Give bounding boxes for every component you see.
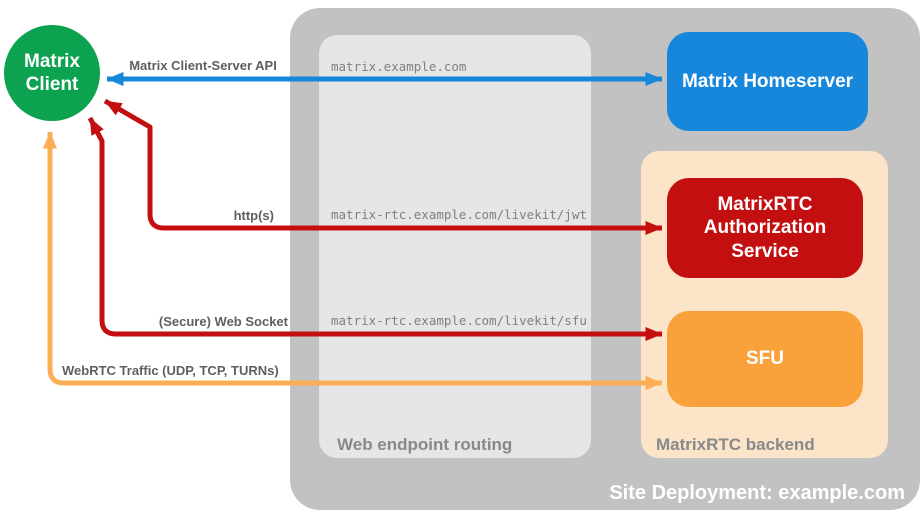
auth-service-label: MatrixRTC Authorization Service xyxy=(703,194,827,262)
matrixrtc-backend-label: MatrixRTC backend xyxy=(656,435,815,454)
endpoint-livekit-jwt: matrix-rtc.example.com/livekit/jwt xyxy=(331,207,587,222)
sfu-label: SFU xyxy=(746,348,784,370)
matrix-client-label: Matrix Client xyxy=(24,50,80,95)
matrix-homeserver-label: Matrix Homeserver xyxy=(681,70,854,92)
sfu-node: SFU xyxy=(667,311,863,407)
client-server-api-label: Matrix Client-Server API xyxy=(129,58,277,73)
webrtc-label: WebRTC Traffic (UDP, TCP, TURNs) xyxy=(62,363,279,378)
endpoint-matrix-domain: matrix.example.com xyxy=(331,59,467,74)
https-label: http(s) xyxy=(233,208,274,223)
endpoint-livekit-sfu: matrix-rtc.example.com/livekit/sfu xyxy=(331,313,587,328)
auth-service-node: MatrixRTC Authorization Service xyxy=(667,178,863,278)
site-deployment-title: Site Deployment: example.com xyxy=(609,482,905,504)
matrix-homeserver-node: Matrix Homeserver xyxy=(667,32,868,131)
websocket-label: (Secure) Web Socket xyxy=(158,314,288,329)
web-endpoint-routing-box xyxy=(319,35,591,458)
web-endpoint-routing-label: Web endpoint routing xyxy=(337,435,513,454)
matrix-client-node: Matrix Client xyxy=(4,25,100,121)
